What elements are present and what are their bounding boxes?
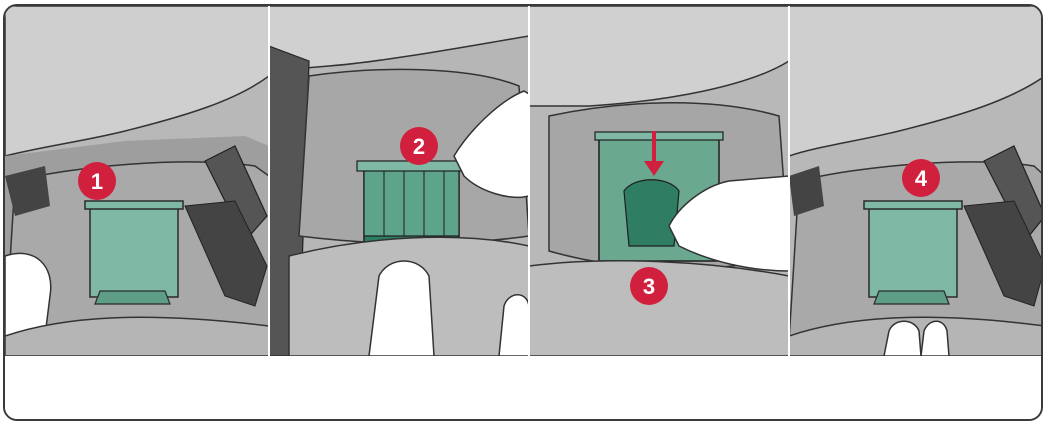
step-2-illustration: 2 — [269, 6, 529, 356]
step-4-panel: 4 — [789, 6, 1043, 356]
step-3-panel: 3 — [529, 6, 789, 356]
step-4-badge: 4 — [902, 159, 940, 197]
step-4-number: 4 — [915, 166, 928, 191]
step-2-number: 2 — [413, 134, 425, 159]
panel-divider — [528, 6, 530, 356]
panel-divider — [268, 6, 270, 356]
step-1-illustration: 1 — [5, 6, 269, 356]
step-illustration-strip: 1 — [5, 6, 1043, 356]
step-3-badge: 3 — [630, 267, 668, 305]
step-1-badge: 1 — [78, 162, 116, 200]
panel-divider — [788, 6, 790, 356]
step-2-panel: 2 — [269, 6, 529, 356]
step-4-illustration: 4 — [789, 6, 1043, 356]
caption-area — [5, 356, 1043, 421]
instruction-frame: 1 — [3, 4, 1043, 421]
step-2-badge: 2 — [400, 127, 438, 165]
step-1-number: 1 — [91, 169, 103, 194]
step-1-panel: 1 — [5, 6, 269, 356]
step-3-illustration: 3 — [529, 6, 789, 356]
step-3-number: 3 — [643, 274, 655, 299]
